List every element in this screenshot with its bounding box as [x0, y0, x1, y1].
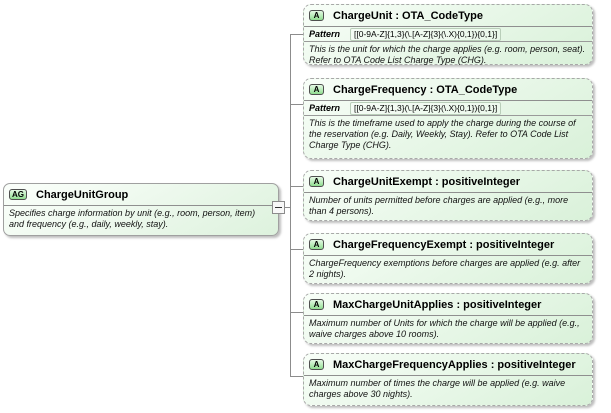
- attribute-doc: ChargeFrequency exemptions before charge…: [309, 258, 581, 279]
- attribute-badge: A: [309, 10, 324, 21]
- attribute-group-badge: AG: [9, 189, 27, 200]
- attribute-doc: Maximum number of times the charge will …: [309, 378, 566, 399]
- attribute-doc: Number of units permitted before charges…: [309, 195, 569, 216]
- facet-label: Pattern: [309, 29, 341, 39]
- connector-trunk: [290, 34, 291, 377]
- attribute-badge: A: [309, 176, 324, 187]
- attribute-title: ChargeUnit : OTA_CodeType: [333, 9, 483, 22]
- attribute-doc: This is the unit for which the charge ap…: [309, 44, 586, 65]
- attribute-title: ChargeFrequency : OTA_CodeType: [333, 83, 518, 96]
- attribute-title: ChargeFrequencyExempt : positiveInteger: [333, 238, 555, 251]
- attribute-badge: A: [309, 299, 324, 310]
- attribute-group-box[interactable]: AG ChargeUnitGroup Specifies charge info…: [3, 183, 279, 236]
- attribute-title: ChargeUnitExempt : positiveInteger: [333, 175, 521, 188]
- facet-value: [[0-9A-Z]{1,3}(\.[A-Z]{3}(\.X){0,1}){0,1…: [350, 27, 502, 41]
- attribute-group-title: ChargeUnitGroup: [36, 188, 129, 201]
- connector-branch: [290, 312, 303, 313]
- facet-value: [[0-9A-Z]{1,3}(\.[A-Z]{3}(\.X){0,1}){0,1…: [350, 101, 502, 115]
- attribute-title: MaxChargeFrequencyApplies : positiveInte…: [333, 358, 576, 371]
- attribute-badge: A: [309, 239, 324, 250]
- minus-icon: [275, 207, 282, 208]
- connector-branch: [290, 376, 303, 377]
- connector-branch: [290, 249, 303, 250]
- facet-label: Pattern: [309, 103, 341, 113]
- attribute-title: MaxChargeUnitApplies : positiveInteger: [333, 298, 542, 311]
- attribute-box-maxchargefrequencyapplies[interactable]: A MaxChargeFrequencyApplies : positiveIn…: [303, 353, 593, 406]
- connector-branch: [290, 186, 303, 187]
- connector-branch: [290, 104, 303, 105]
- attribute-box-chargeunitexempt[interactable]: A ChargeUnitExempt : positiveInteger Num…: [303, 170, 593, 221]
- attribute-badge: A: [309, 359, 324, 370]
- connector-branch: [290, 34, 303, 35]
- attribute-box-chargefrequencyexempt[interactable]: A ChargeFrequencyExempt : positiveIntege…: [303, 233, 593, 284]
- attribute-doc: Maximum number of Units for which the ch…: [309, 318, 580, 339]
- attribute-box-chargefrequency[interactable]: A ChargeFrequency : OTA_CodeType Pattern…: [303, 78, 593, 159]
- connector-stub: [284, 207, 291, 208]
- attribute-badge: A: [309, 84, 324, 95]
- attribute-box-maxchargeunitapplies[interactable]: A MaxChargeUnitApplies : positiveInteger…: [303, 293, 593, 344]
- attribute-group-doc: Specifies charge information by unit (e.…: [9, 208, 256, 229]
- attribute-box-chargeunit[interactable]: A ChargeUnit : OTA_CodeType Pattern [[0-…: [303, 4, 593, 65]
- collapse-toggle[interactable]: [272, 201, 285, 214]
- attribute-doc: This is the timeframe used to apply the …: [309, 118, 576, 150]
